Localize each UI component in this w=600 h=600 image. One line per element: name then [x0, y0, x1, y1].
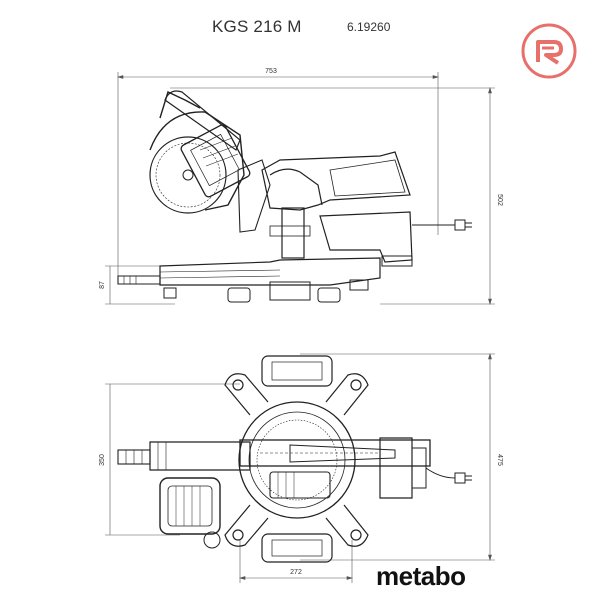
motor-top — [159, 477, 221, 535]
circle-r-logo-icon — [521, 23, 577, 79]
foot-right — [317, 287, 341, 303]
label-top-width: 272 — [290, 569, 302, 576]
dimension-top-depth — [300, 352, 495, 562]
label-side-base: 87 — [99, 281, 106, 289]
label-side-height: 502 — [496, 194, 503, 206]
front-handle — [117, 275, 161, 285]
rear-block — [261, 355, 333, 387]
blade-guard — [149, 111, 245, 211]
power-cable-top — [425, 467, 456, 479]
label-top-inner: 350 — [99, 454, 106, 466]
foot-left — [163, 287, 177, 299]
blade-top — [289, 444, 396, 463]
motor-housing — [180, 124, 251, 198]
article-number: 6.19260 — [347, 20, 391, 34]
base-arms — [224, 373, 369, 547]
slide-arm — [237, 159, 271, 233]
column — [281, 207, 305, 259]
carriage — [269, 471, 331, 499]
top-view — [105, 352, 495, 583]
dimension-top-width — [238, 540, 354, 583]
base — [159, 257, 381, 286]
side-view — [105, 72, 495, 306]
brand-logo-text: metabo — [376, 561, 466, 591]
saw-blade — [149, 136, 227, 214]
rear-support — [261, 151, 411, 211]
fence — [239, 439, 431, 467]
label-side-width: 753 — [265, 68, 277, 75]
dimension-side-height — [170, 86, 495, 306]
label-top-depth: 475 — [496, 454, 503, 466]
front-block — [261, 533, 333, 563]
saw-handle — [164, 90, 241, 151]
foot-center — [227, 287, 251, 303]
rear-housing — [319, 211, 413, 263]
dimension-top-inner — [105, 383, 240, 536]
dimension-side-width — [116, 72, 440, 280]
top-front-handle — [149, 441, 251, 471]
rear-housing-top — [379, 437, 413, 499]
model-title: KGS 216 M — [212, 17, 302, 36]
dimension-side-base — [105, 265, 175, 305]
